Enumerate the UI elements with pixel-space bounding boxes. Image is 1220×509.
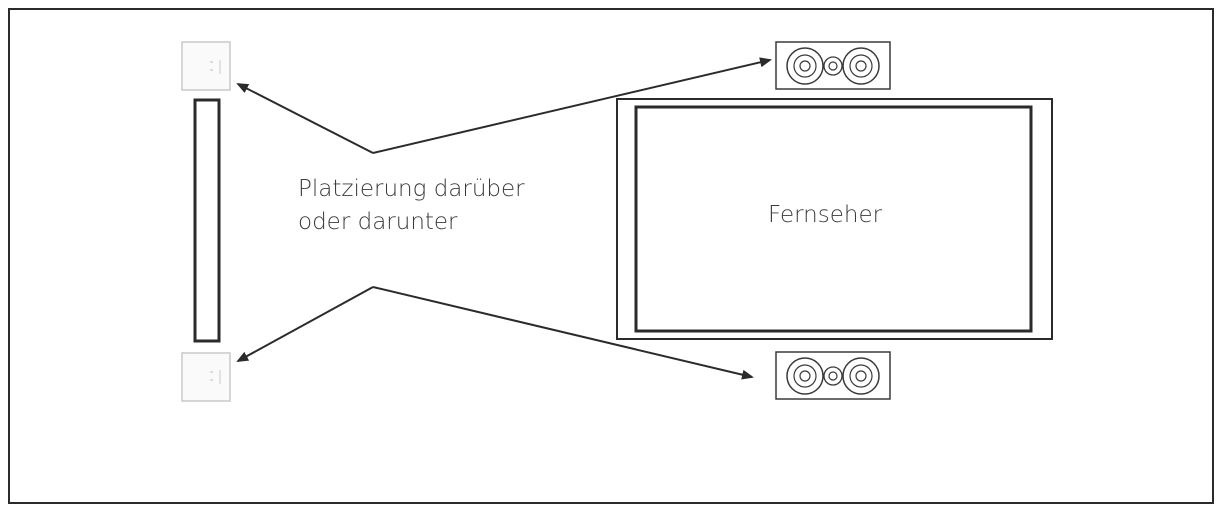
placement-label: Platzierung darüber oder darunter [298, 173, 525, 239]
arrow-to-bottom-center-speaker [372, 286, 754, 380]
placement-label-line2: oder darunter [298, 209, 458, 235]
tv-screen [634, 105, 1033, 333]
center-speaker-icon-top [775, 41, 891, 90]
center-speaker-icon-bottom [775, 351, 891, 400]
tv-label: Fernseher [768, 202, 883, 228]
small-speaker-icon-bottom [181, 352, 231, 402]
arrow-to-bottom-left-speaker [236, 286, 374, 362]
small-speaker-icon-top [181, 41, 231, 91]
diagram-frame [8, 8, 1214, 504]
arrow-to-top-center-speaker [372, 57, 772, 154]
left-panel [193, 98, 221, 343]
arrow-to-top-left-speaker [236, 83, 374, 154]
placement-label-line1: Platzierung darüber [298, 176, 525, 202]
